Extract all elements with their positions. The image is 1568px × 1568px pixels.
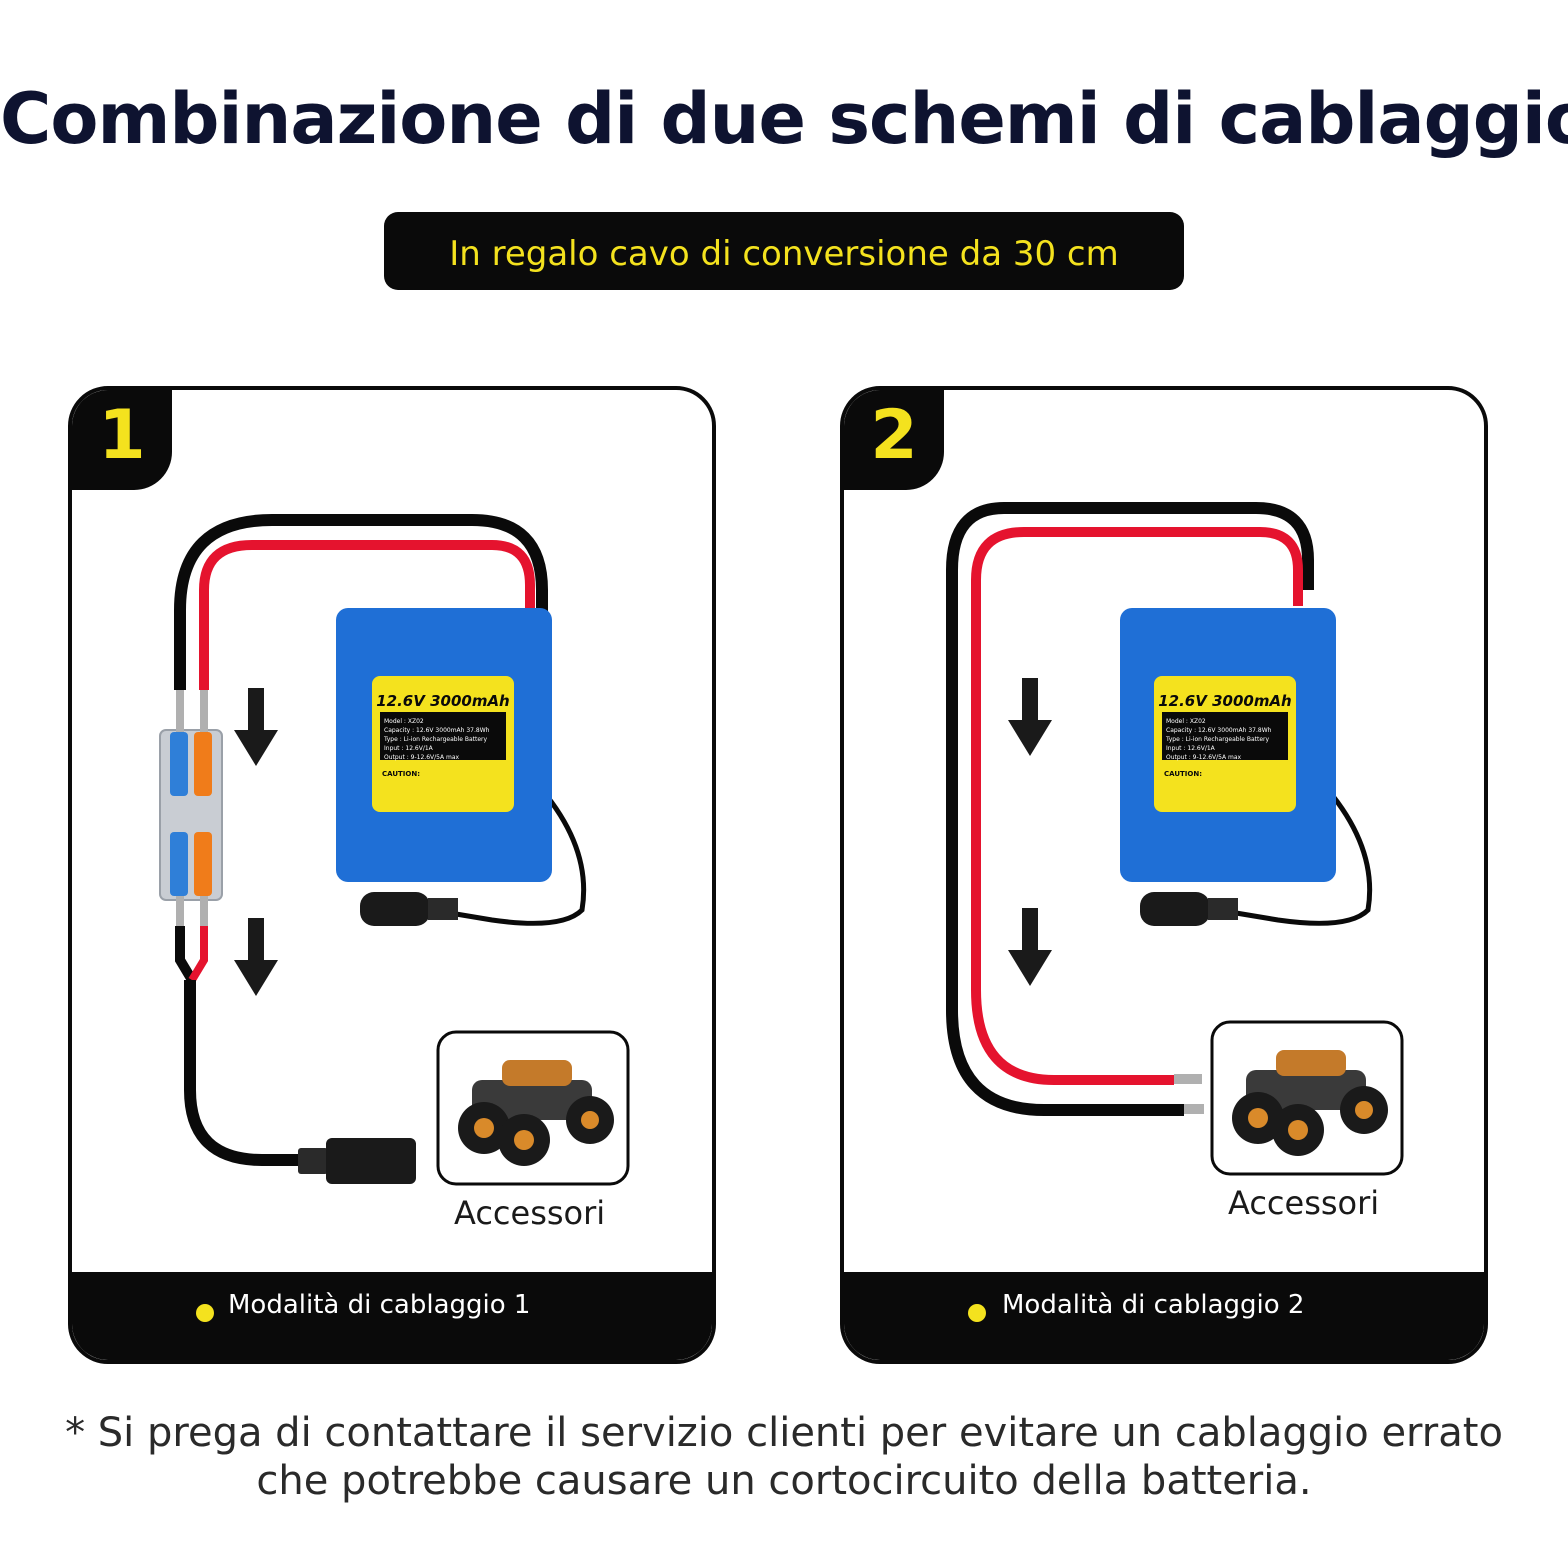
battery-type: Type : Li-ion Rechargeable Battery — [1165, 736, 1269, 743]
step-number: 2 — [870, 396, 918, 475]
battery-model: Model : XZ02 — [384, 718, 424, 725]
dc-jack-icon — [1140, 892, 1238, 926]
accessory-label: Accessori — [1228, 1184, 1380, 1222]
wiring-panel-1: 12.6V 3000mAh Model : XZ02 Capacity : 12… — [68, 386, 716, 1364]
mode-label: Modalità di cablaggio 2 — [1002, 1290, 1305, 1320]
battery-pack-icon — [1120, 608, 1373, 926]
step-number-badge: 2 — [844, 390, 944, 490]
dc-plug-icon — [298, 1138, 416, 1184]
battery-heading: 12.6V 3000mAh — [1158, 692, 1292, 710]
gift-banner: In regalo cavo di conversione da 30 cm — [384, 212, 1184, 290]
warning-note-line-1: * Si prega di contattare il servizio cli… — [65, 1410, 1503, 1456]
wiring-panel-2: 12.6V 3000mAh Model : XZ02 Capacity : 12… — [840, 386, 1488, 1364]
rc-car-icon — [1232, 1050, 1388, 1156]
bullet-dot-icon — [196, 1304, 214, 1322]
rc-car-icon — [458, 1060, 614, 1166]
battery-capacity: Capacity : 12.6V 3000mAh 37.8Wh — [384, 727, 490, 734]
battery-type: Type : Li-ion Rechargeable Battery — [383, 736, 487, 743]
black-wire — [946, 502, 1314, 1116]
battery-input: Input : 12.6V/1A — [1166, 745, 1216, 752]
output-cable — [184, 980, 302, 1166]
battery-heading: 12.6V 3000mAh — [376, 692, 510, 710]
accessory-label: Accessori — [454, 1194, 606, 1232]
dc-jack-icon — [360, 892, 458, 926]
battery-model: Model : XZ02 — [1166, 718, 1206, 725]
mode-label: Modalità di cablaggio 1 — [228, 1290, 531, 1320]
red-wire — [199, 540, 535, 690]
battery-output: Output : 9-12.6V/5A max — [1166, 754, 1241, 761]
mode-footer: Modalità di cablaggio 2 — [844, 1272, 1484, 1360]
wiring-diagram-1: 12.6V 3000mAh Model : XZ02 Capacity : 12… — [159, 514, 630, 1186]
gift-banner-text: In regalo cavo di conversione da 30 cm — [449, 234, 1119, 274]
battery-input: Input : 12.6V/1A — [384, 745, 434, 752]
battery-caution: CAUTION: — [382, 770, 420, 778]
battery-capacity: Capacity : 12.6V 3000mAh 37.8Wh — [1166, 727, 1272, 734]
battery-pack-icon — [336, 608, 587, 926]
bullet-dot-icon — [968, 1304, 986, 1322]
arrow-down-icon — [1008, 908, 1052, 986]
step-number: 1 — [98, 396, 146, 475]
red-wire — [971, 527, 1303, 1085]
arrow-down-icon — [1008, 678, 1052, 756]
arrow-down-icon — [234, 918, 278, 996]
step-number-badge: 1 — [72, 390, 172, 490]
battery-output: Output : 9-12.6V/5A max — [384, 754, 459, 761]
mode-footer: Modalità di cablaggio 1 — [72, 1272, 712, 1360]
lever-connector-icon — [159, 690, 223, 926]
warning-note-line-2: che potrebbe causare un cortocircuito de… — [256, 1458, 1312, 1504]
arrow-down-icon — [234, 688, 278, 766]
wiring-diagram-2: 12.6V 3000mAh Model : XZ02 Capacity : 12… — [946, 502, 1404, 1176]
battery-caution: CAUTION: — [1164, 770, 1202, 778]
page-title: Combinazione di due schemi di cablaggio — [0, 78, 1568, 160]
black-wire — [174, 514, 548, 690]
